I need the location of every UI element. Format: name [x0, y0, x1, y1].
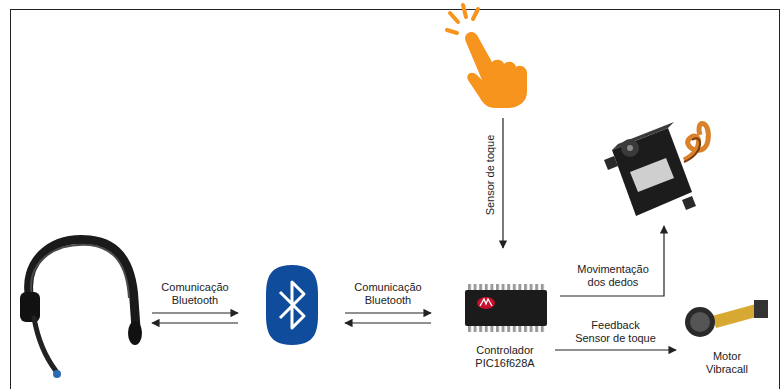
signal-label: Comunicação Bluetooth — [352, 281, 424, 307]
pic-chip — [465, 284, 547, 332]
motor-disc-face — [690, 312, 710, 332]
chip-logo-mark — [480, 299, 492, 306]
tap-mark — [463, 5, 466, 17]
arrow — [345, 322, 431, 323]
flex-cable — [712, 304, 760, 328]
tap-mark — [450, 13, 458, 22]
arrow — [345, 312, 431, 313]
ear-pad — [128, 321, 142, 345]
sensor-module — [20, 292, 40, 322]
chip-body — [465, 290, 547, 326]
headband — [29, 240, 136, 328]
servo-sticker — [630, 158, 674, 192]
bluetooth-badge — [266, 265, 318, 345]
bluetooth-rune — [280, 282, 304, 328]
chip-logo — [477, 297, 495, 309]
controller-chip: Controlador PIC16f628A — [455, 278, 555, 373]
signal-label: Movimentação dos dedos — [572, 263, 654, 289]
chip-pins — [468, 284, 546, 290]
servo-wire — [684, 138, 700, 162]
connector — [754, 300, 768, 318]
bluetooth-logo — [266, 265, 318, 345]
arrow — [560, 226, 664, 296]
signal-label: Comunicação Bluetooth — [159, 281, 231, 307]
servo-axle — [627, 145, 633, 151]
servo-horn — [621, 139, 639, 157]
eeg-headset — [20, 240, 142, 378]
signal-arrow — [555, 349, 676, 350]
chip-pins — [468, 326, 546, 332]
servo-tab — [682, 196, 696, 210]
sensor-arm — [34, 318, 56, 371]
sensor-tip — [53, 370, 61, 378]
vibracall-motor: Motor Vibracall — [677, 292, 777, 379]
arrow — [152, 312, 238, 313]
arrow — [152, 322, 238, 323]
vibracall-motor — [685, 300, 768, 337]
edge-label: Feedback Sensor de toque — [574, 319, 658, 345]
hand-icon — [465, 32, 527, 108]
tap-mark — [447, 30, 457, 33]
servo-body — [612, 128, 692, 216]
tap-mark — [473, 9, 478, 19]
node-label: Controlador PIC16f628A — [467, 344, 543, 370]
servo-motor — [604, 122, 708, 216]
motor-disc — [685, 307, 715, 337]
touch-hand — [447, 5, 527, 108]
frame — [11, 10, 780, 389]
headband-edge — [31, 245, 129, 298]
signal-label-vertical: Sensor de toque — [484, 135, 497, 216]
node-label: Motor Vibracall — [697, 350, 757, 376]
arrow — [502, 118, 503, 248]
